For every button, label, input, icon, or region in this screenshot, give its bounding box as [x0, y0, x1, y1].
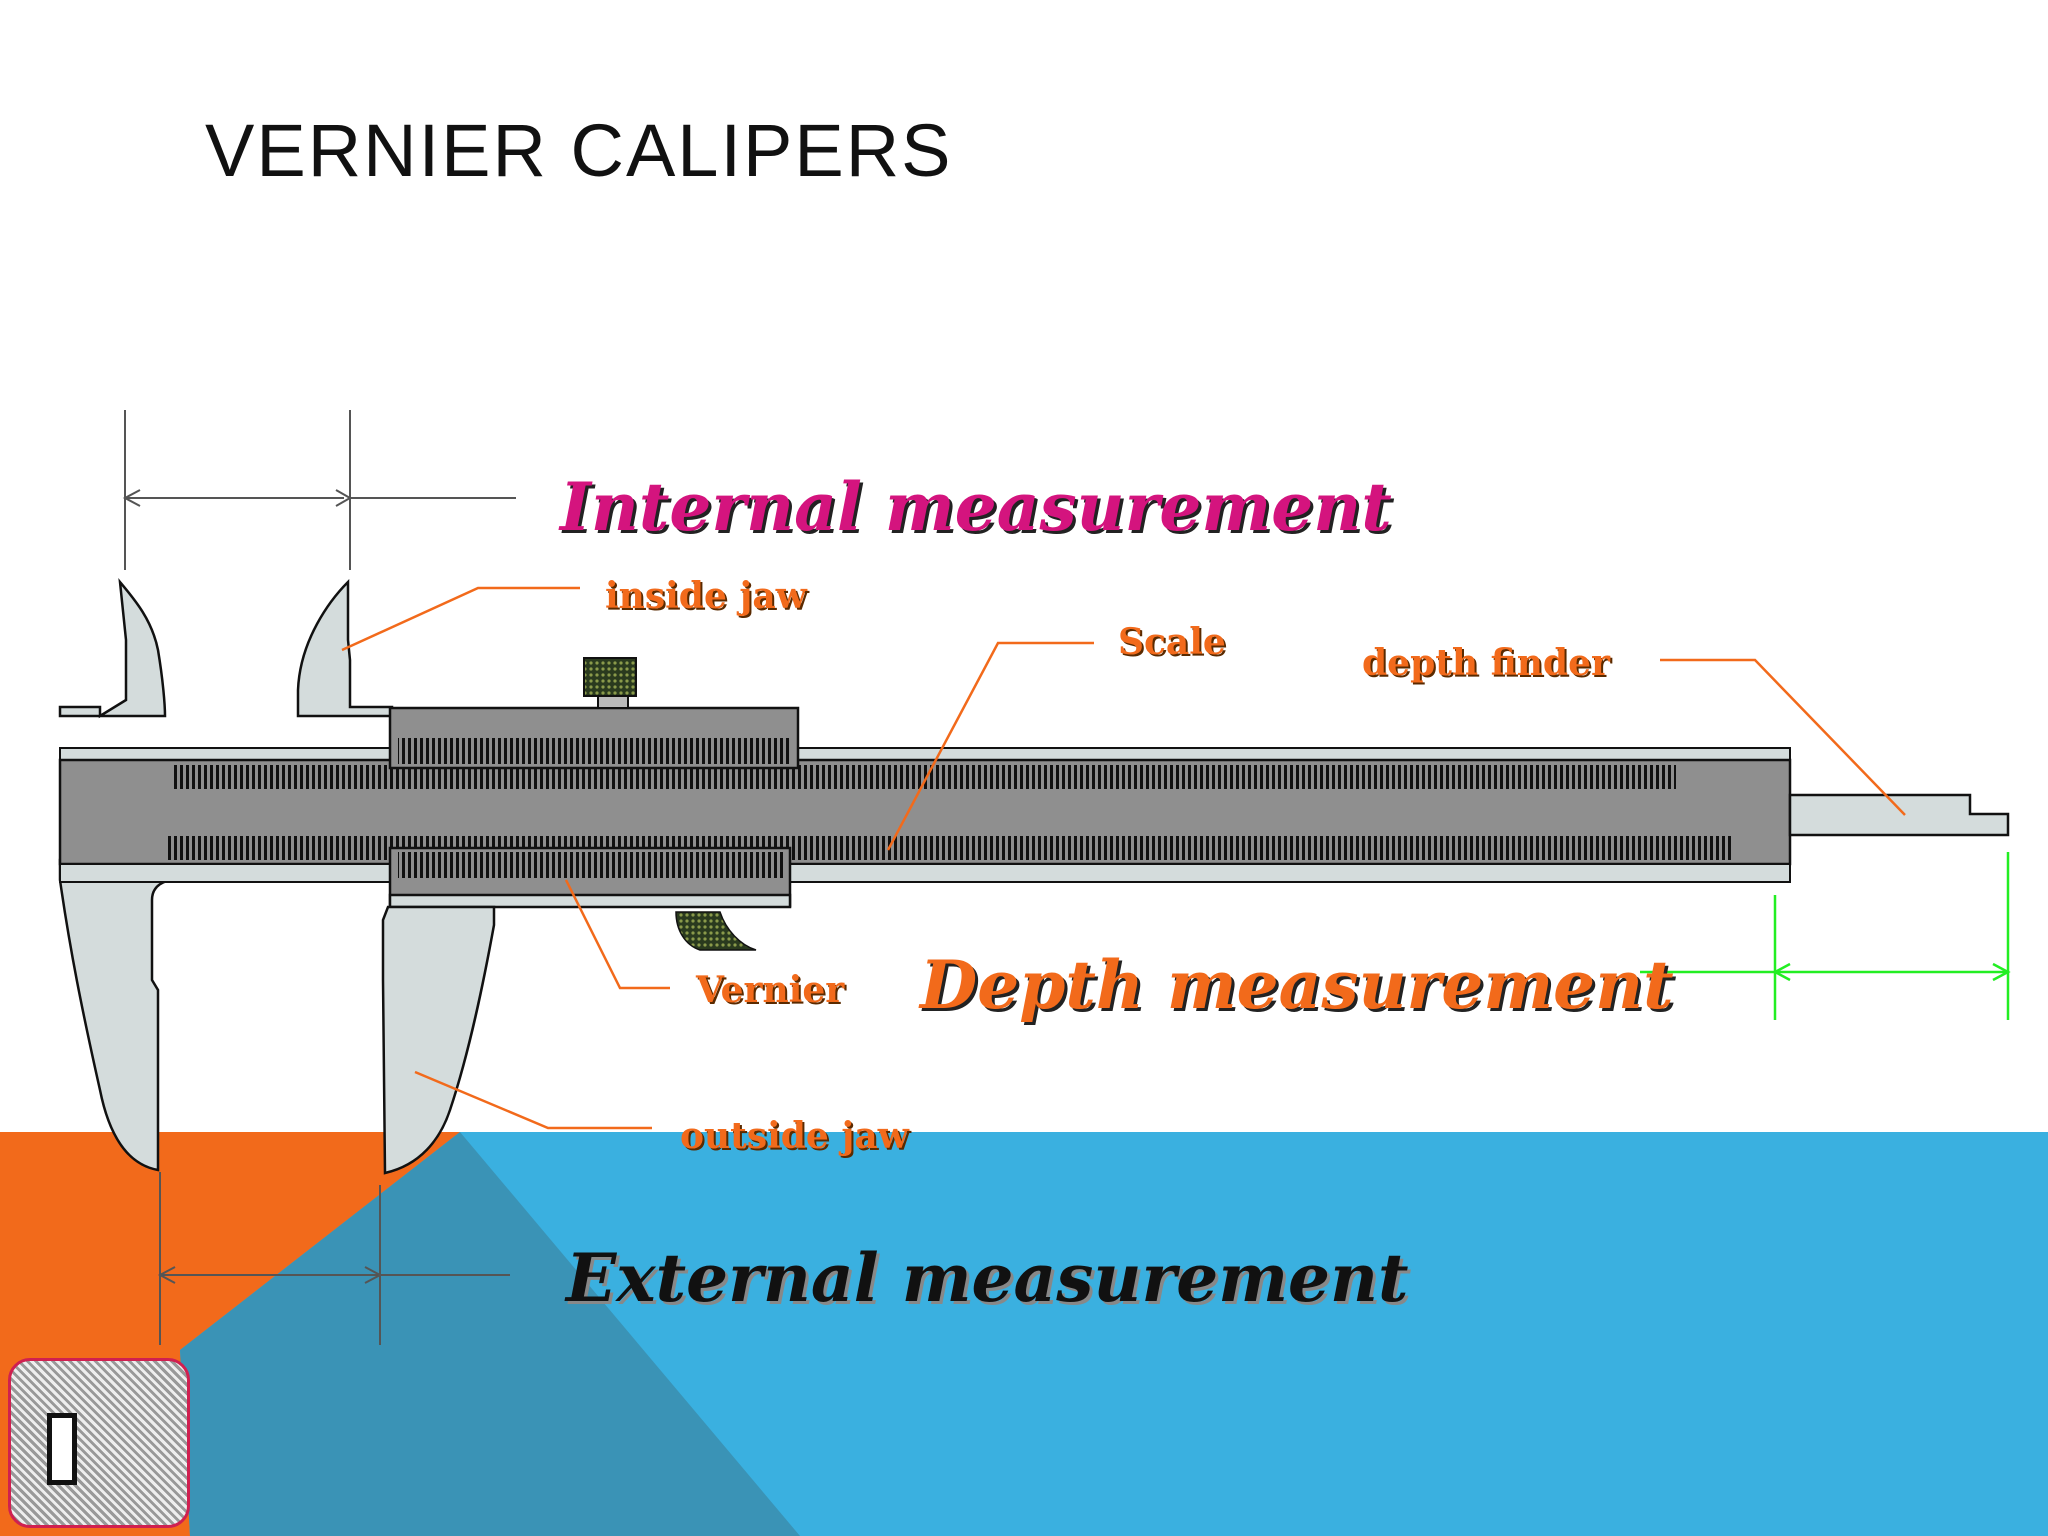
thumb-grip — [675, 911, 757, 951]
leader-lines — [341, 586, 1906, 1130]
background-dark-blue-triangle — [180, 1132, 800, 1536]
external-measurement-label: External measurement — [566, 1239, 1409, 1317]
internal-measurement-label: Internal measurement — [560, 468, 1392, 546]
slide-action-button[interactable] — [8, 1358, 190, 1528]
depth-dimension-lines — [1640, 852, 2011, 1020]
vernier-label: Vernier — [696, 969, 845, 1011]
speaker-icon — [47, 1413, 77, 1485]
external-dimension-lines — [157, 1172, 510, 1345]
depth-rod — [1788, 793, 2010, 837]
outside-jaw-label: outside jaw — [680, 1115, 909, 1157]
thumb-screw — [583, 657, 637, 709]
depth-measurement-label: Depth measurement — [920, 946, 1674, 1024]
internal-dimension-lines — [122, 410, 516, 570]
depth-finder-label: depth finder — [1362, 642, 1610, 684]
inside-jaw-label: inside jaw — [605, 575, 807, 617]
outside-jaw — [381, 905, 496, 1175]
fixed-jaw — [58, 578, 177, 1172]
main-beam — [58, 747, 1792, 883]
slide-title: VERNIER CALIPERS — [205, 109, 953, 192]
scale-label: Scale — [1118, 621, 1226, 663]
vernier-slider — [388, 706, 800, 909]
